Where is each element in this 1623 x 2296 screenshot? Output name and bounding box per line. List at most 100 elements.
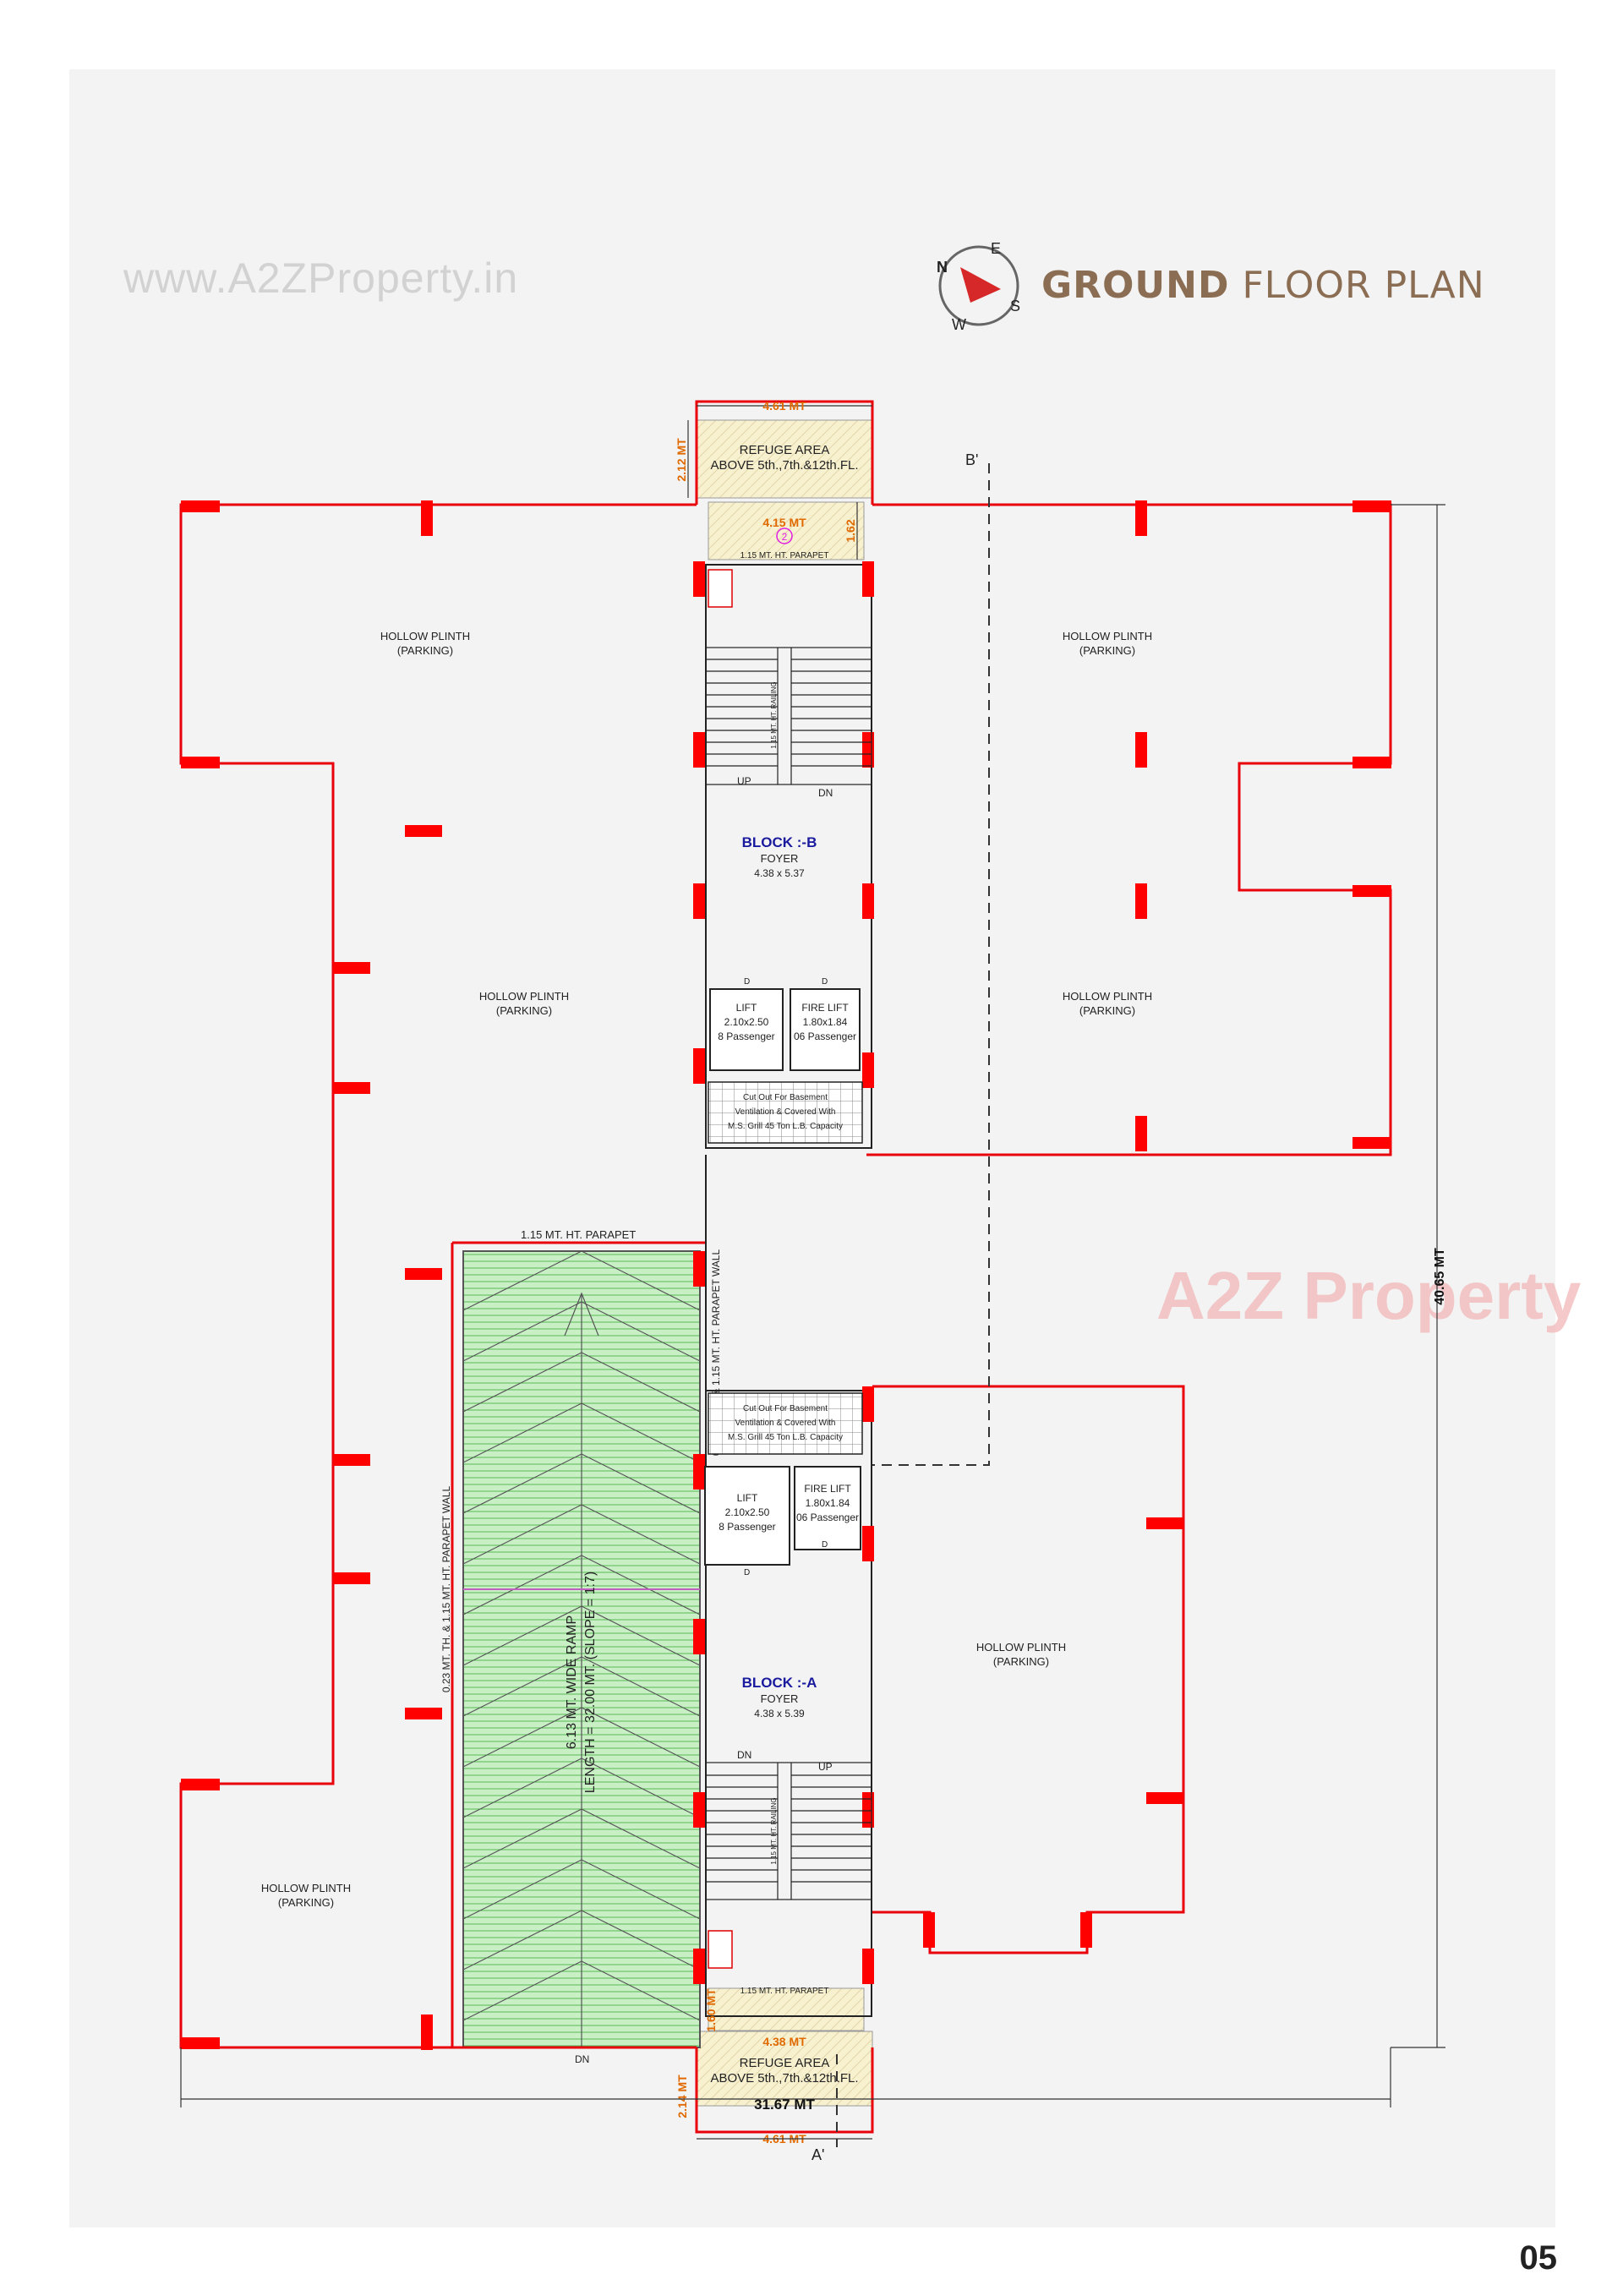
parking-ne-line2: (PARKING) bbox=[1079, 644, 1135, 657]
block-b-stair-up: UP bbox=[737, 775, 751, 787]
compass-w: W bbox=[952, 316, 966, 333]
core-walls bbox=[705, 564, 872, 2017]
plan-title-bold: GROUND bbox=[1041, 264, 1230, 307]
block-b-lift-title: LIFT bbox=[736, 1002, 757, 1014]
block-a-labels: Cut Out For Basement Ventilation & Cover… bbox=[719, 1404, 859, 1865]
parking-sw-line1: HOLLOW PLINTH bbox=[261, 1882, 351, 1894]
refuge-top-parapet: 1.15 MT. HT. PARAPET bbox=[740, 551, 829, 560]
section-label-a: A' bbox=[812, 2146, 824, 2163]
marker-circle bbox=[776, 528, 793, 544]
compass-n: N bbox=[937, 259, 948, 276]
ramp-parapet-label: 1.15 MT. HT. PARAPET bbox=[521, 1228, 636, 1241]
lift-boxes bbox=[704, 988, 861, 1566]
ramp-chevrons bbox=[462, 1250, 701, 2047]
block-a-cutout-2: Ventilation & Covered With bbox=[735, 1419, 836, 1428]
page-number: 05 bbox=[1519, 2239, 1558, 2277]
block-a-firelift-cap: 06 Passenger bbox=[796, 1512, 859, 1523]
block-a-firelift-size: 1.80x1.84 bbox=[806, 1497, 850, 1509]
block-b-name: BLOCK :-B bbox=[742, 834, 817, 850]
dim-top-side: 1.62 bbox=[844, 519, 857, 542]
dim-lines-top bbox=[687, 405, 872, 560]
refuge-area-top bbox=[696, 419, 873, 499]
block-a-door-1: D bbox=[744, 1568, 750, 1577]
dim-bottom-side: 1.60 MT bbox=[704, 1988, 718, 2032]
block-b-door-1: D bbox=[744, 977, 750, 987]
block-b-foyer-size: 4.38 x 5.37 bbox=[754, 867, 805, 879]
parking-nw-line1: HOLLOW PLINTH bbox=[380, 630, 470, 642]
stair-block-b bbox=[705, 647, 872, 785]
block-a-firelift-title: FIRE LIFT bbox=[804, 1483, 851, 1495]
block-b-firelift-title: FIRE LIFT bbox=[801, 1002, 849, 1014]
dim-top-inner: 4.15 MT bbox=[762, 516, 806, 529]
refuge-bottom-line1: REFUGE AREA bbox=[740, 2056, 830, 2070]
plan-title-light: FLOOR PLAN bbox=[1242, 264, 1485, 307]
dim-overall-width: 31.67 MT bbox=[754, 2096, 815, 2113]
refuge-bottom-parapet: 1.15 MT. HT. PARAPET bbox=[740, 1987, 829, 1996]
parking-w-line1: HOLLOW PLINTH bbox=[479, 990, 569, 1003]
block-b-stair-dn: DN bbox=[818, 787, 833, 799]
watermark-url: www.A2ZProperty.in bbox=[123, 254, 519, 302]
refuge-balcony-bottom bbox=[708, 1987, 865, 2031]
parking-se-line1: HOLLOW PLINTH bbox=[976, 1641, 1066, 1654]
cutout-block-b bbox=[708, 1081, 863, 1144]
block-b-foyer: FOYER bbox=[761, 852, 799, 865]
block-a-lift-size: 2.10x2.50 bbox=[725, 1506, 770, 1518]
dim-lines-overall bbox=[180, 504, 1445, 2140]
parking-se-line2: (PARKING) bbox=[993, 1655, 1049, 1668]
compass-e: E bbox=[991, 240, 1001, 257]
watermark-logo: A2Z Property bbox=[1156, 1258, 1582, 1333]
block-a-stair-dn: DN bbox=[737, 1749, 751, 1761]
parking-e-line2: (PARKING) bbox=[1079, 1004, 1135, 1017]
dim-bottom-inner: 4.38 MT bbox=[762, 2035, 806, 2048]
block-b-cutout-3: M.S. Grill 45 Ton L.B. Capacity bbox=[728, 1122, 843, 1131]
block-b-door-2: D bbox=[822, 977, 828, 987]
stair-block-a bbox=[705, 1762, 872, 1900]
dim-overall-height: 40.65 MT bbox=[1433, 1248, 1447, 1305]
block-a-cutout-1: Cut Out For Basement bbox=[743, 1404, 828, 1413]
refuge-top-line1: REFUGE AREA bbox=[740, 443, 830, 457]
compass-s: S bbox=[1010, 298, 1020, 314]
ramp-width-label: 6.13 MT. WIDE RAMP bbox=[565, 1615, 579, 1749]
cutout-block-a bbox=[708, 1392, 863, 1455]
refuge-marker: 2 bbox=[782, 531, 788, 543]
block-a-foyer-size: 4.38 x 5.39 bbox=[754, 1708, 805, 1719]
ramp-dn-label: DN bbox=[575, 2053, 589, 2065]
block-b-cutout-1: Cut Out For Basement bbox=[743, 1093, 828, 1102]
refuge-balcony-top bbox=[708, 501, 865, 560]
parking-labels: HOLLOW PLINTH (PARKING) HOLLOW PLINTH (P… bbox=[261, 630, 1152, 1909]
block-a-stair-up: UP bbox=[818, 1761, 833, 1773]
fire-hydrant-icon bbox=[708, 569, 733, 608]
block-b-labels: BLOCK :-B FOYER 4.38 x 5.37 UP DN 1.15 M… bbox=[718, 681, 856, 1131]
parking-nw-line2: (PARKING) bbox=[397, 644, 453, 657]
section-label-b: B' bbox=[965, 451, 978, 468]
parking-e-line1: HOLLOW PLINTH bbox=[1063, 990, 1152, 1003]
block-a-cutout-3: M.S. Grill 45 Ton L.B. Capacity bbox=[728, 1433, 843, 1442]
block-a-railing: 1.15 MT. HT. RAILING bbox=[770, 1797, 778, 1864]
block-b-railing: 1.15 MT. HT. RAILING bbox=[770, 681, 778, 748]
block-b-lift-cap: 8 Passenger bbox=[718, 1030, 774, 1042]
block-a-name: BLOCK :-A bbox=[742, 1675, 817, 1691]
block-a-lift-title: LIFT bbox=[737, 1492, 758, 1504]
ramp-left-wall-label: 0.23 MT. TH. & 1.15 MT. HT. PARAPET WALL bbox=[440, 1486, 452, 1693]
block-b-firelift-size: 1.80x1.84 bbox=[803, 1016, 848, 1028]
dim-top-width: 4.61 MT bbox=[762, 399, 806, 413]
refuge-bottom-line2: ABOVE 5th.,7th.&12th.FL. bbox=[710, 2071, 858, 2086]
block-a-foyer: FOYER bbox=[761, 1692, 799, 1705]
compass-icon: N E S W bbox=[937, 240, 1020, 333]
refuge-area-bottom bbox=[696, 2031, 873, 2107]
parking-ne-line1: HOLLOW PLINTH bbox=[1063, 630, 1152, 642]
section-lines bbox=[836, 463, 990, 2147]
block-b-cutout-2: Ventilation & Covered With bbox=[735, 1107, 836, 1117]
refuge-top-line2: ABOVE 5th.,7th.&12th.FL. bbox=[710, 458, 858, 473]
block-a-lift-cap: 8 Passenger bbox=[719, 1521, 775, 1533]
parking-sw-line2: (PARKING) bbox=[278, 1896, 334, 1909]
fire-hydrant-icon bbox=[708, 1930, 733, 1969]
block-b-lift-size: 2.10x2.50 bbox=[724, 1016, 769, 1028]
dim-top-height: 2.12 MT bbox=[675, 438, 688, 482]
plan-title: GROUND FLOOR PLAN bbox=[1041, 264, 1485, 307]
dim-bottom-height: 2.14 MT bbox=[675, 2075, 689, 2118]
ramp-length-label: LENGTH = 32.00 MT. (SLOPE = 1:7) bbox=[583, 1572, 598, 1793]
parking-w-line2: (PARKING) bbox=[496, 1004, 552, 1017]
block-b-firelift-cap: 06 Passenger bbox=[794, 1030, 856, 1042]
